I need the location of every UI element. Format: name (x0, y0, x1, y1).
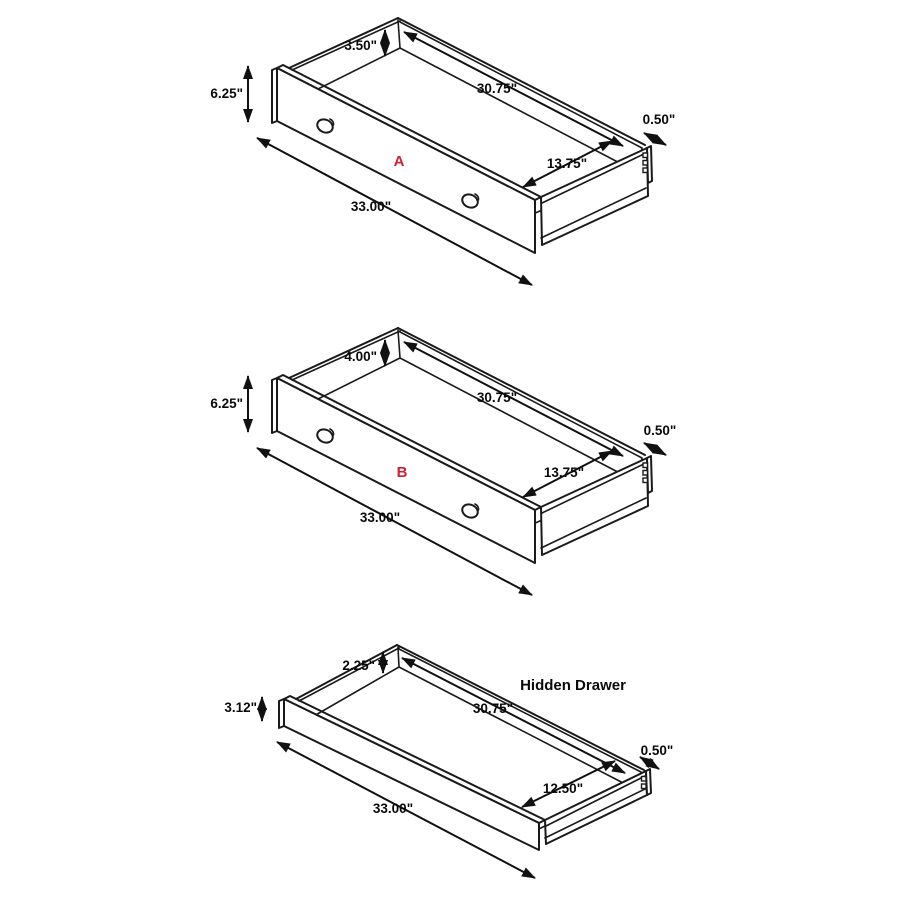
front-panel-face (283, 698, 540, 851)
dim-thickness-hidden: 0.50" (641, 743, 674, 758)
left-side-top-edge (288, 17, 399, 69)
dim-thickness-a: 0.50" (643, 112, 676, 127)
drawer-b-geometry (248, 328, 666, 595)
dim-arrow-inner-depth (521, 760, 616, 808)
dim-arrow-inner-width (403, 31, 624, 147)
dim-inner-width-a: 30.75" (477, 81, 517, 96)
hidden-drawer-geometry (257, 644, 660, 879)
inner-corner-back-left (397, 19, 401, 49)
dim-arrow-overall-width (276, 741, 536, 879)
dim-front-height-a: 6.25" (210, 86, 243, 101)
right-side-bottom-line (544, 788, 646, 839)
back-top-edge (397, 17, 646, 146)
dim-side-height-b: 4.00" (344, 349, 377, 364)
right-end-face (645, 768, 652, 796)
dim-front-height-hidden: 3.12" (224, 700, 257, 715)
knob-notch (329, 118, 335, 126)
dim-side-height-hidden: 2.25" (342, 658, 375, 673)
dim-arrow-overall-width (256, 137, 533, 286)
dim-inner-depth-a: 13.75" (547, 156, 587, 171)
dovetail-notch (640, 783, 647, 790)
dim-inner-width-b: 30.75" (477, 390, 517, 405)
dim-arrow-thickness (639, 756, 660, 770)
dovetail-notch (642, 159, 649, 166)
dim-arrow-inner-width (401, 657, 626, 774)
dim-arrow-thickness (643, 132, 667, 146)
back-top-edge (396, 644, 645, 771)
drawer-a-labels: 3.50" 6.25" 30.75" 0.50" 13.75" 33.00" A (210, 38, 675, 214)
back-top-inner-edge (399, 21, 643, 149)
dim-front-height-b: 6.25" (210, 396, 243, 411)
dim-arrow-inner-depth (522, 140, 613, 188)
dim-overall-width-a: 33.00" (351, 199, 391, 214)
dim-inner-width-hidden: 30.75" (473, 701, 513, 716)
dovetail-notch (642, 152, 649, 159)
dim-side-height-a: 3.50" (344, 38, 377, 53)
drawer-a-geometry (243, 17, 667, 286)
drawer-letter-b: B (397, 464, 408, 481)
right-side-bottom-line (540, 187, 647, 239)
dim-overall-width-hidden: 33.00" (373, 801, 413, 816)
dovetail-notch (642, 167, 649, 174)
dovetail-notch (640, 775, 647, 782)
inner-corner-back-left (397, 646, 400, 668)
dim-inner-depth-hidden: 12.50" (543, 781, 583, 796)
hidden-drawer-title: Hidden Drawer (520, 677, 626, 694)
drawer-knob (316, 118, 334, 134)
dim-inner-depth-b: 13.75" (544, 465, 584, 480)
drawer-b-labels: 4.00" 6.25" 30.75" 0.50" 13.75" 33.00" B (210, 349, 676, 525)
front-panel-left-end (271, 67, 278, 124)
dim-thickness-b: 0.50" (644, 423, 677, 438)
hidden-drawer-labels: 2.25" 3.12" Hidden Drawer 30.75" 0.50" 1… (224, 658, 673, 816)
dim-overall-width-b: 33.00" (360, 510, 400, 525)
front-panel-left-end (278, 698, 285, 729)
back-top-inner-edge (398, 648, 642, 773)
drawer-letter-a: A (394, 153, 405, 170)
